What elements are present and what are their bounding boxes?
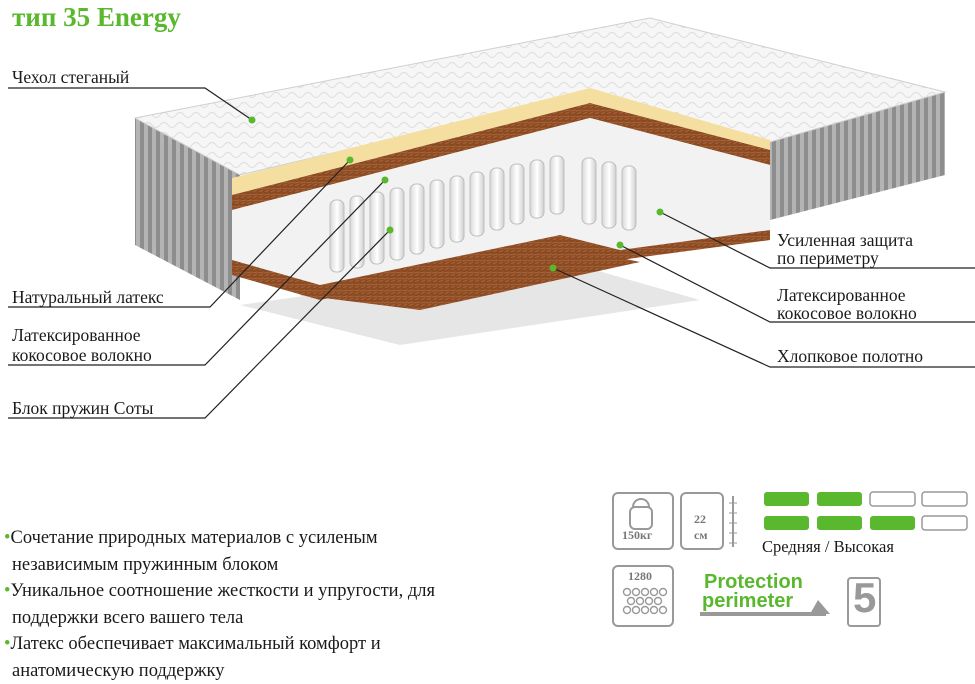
firmness-label: Средняя / Высокая xyxy=(762,537,894,557)
label-coir-right-1: Латексированное xyxy=(777,285,906,305)
warranty-value: 5 xyxy=(853,574,876,622)
height-unit: см xyxy=(694,528,708,543)
height-icon xyxy=(681,493,737,549)
bullet-item-cont: анатомическую поддержку xyxy=(4,658,435,684)
label-springs: Блок пружин Соты xyxy=(12,398,153,418)
bullet-item-cont: независимым пружинным блоком xyxy=(4,552,435,579)
weight-value: 150кг xyxy=(622,528,652,543)
label-coir-right-2: кокосовое волокно xyxy=(777,303,917,323)
bullet-item: •Латекс обеспечивает максимальный комфор… xyxy=(4,631,435,658)
feature-bullets: •Сочетание природных материалов с усилен… xyxy=(4,525,435,684)
bullet-item: •Сочетание природных материалов с усилен… xyxy=(4,525,435,552)
height-value: 22 xyxy=(694,512,706,527)
bullet-item-cont: поддержки всего вашего тела xyxy=(4,605,435,632)
label-coir-left-1: Латексированное xyxy=(12,325,141,345)
label-coir-left-2: кокосовое волокно xyxy=(12,345,152,365)
label-latex: Натуральный латекс xyxy=(12,287,164,307)
bullet-item: •Уникальное соотношение жесткости и упру… xyxy=(4,578,435,605)
label-cotton: Хлопковое полотно xyxy=(777,346,923,366)
springs-count: 1280 xyxy=(628,569,652,584)
label-cover: Чехол стеганый xyxy=(12,67,129,87)
label-perimeter-2: по периметру xyxy=(777,248,879,268)
protection-text-2: perimeter xyxy=(702,590,793,613)
firmness-bars-icon xyxy=(764,492,967,530)
label-perimeter-1: Усиленная защита xyxy=(777,230,913,250)
